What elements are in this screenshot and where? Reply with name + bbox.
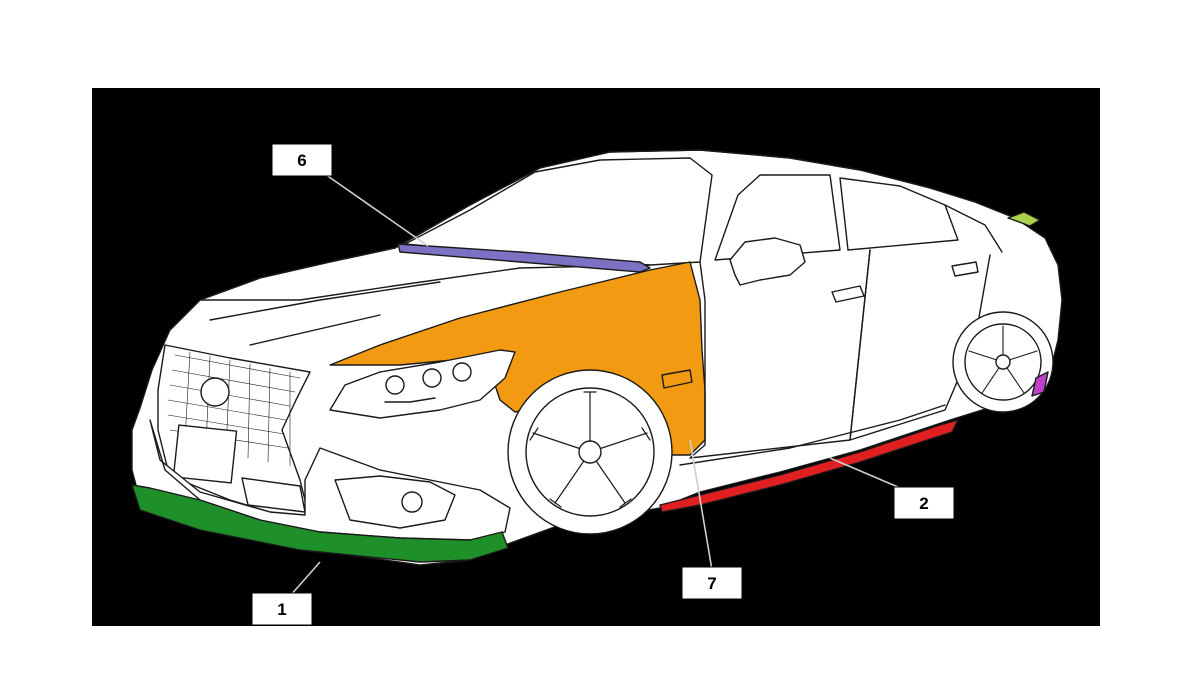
leader-line-2 [829,457,906,491]
leader-line-7 [689,439,713,571]
trunk-spoiler [1007,211,1041,227]
callout-box-2 [893,486,955,520]
leader-line-6 [321,171,429,247]
fog-lamp [401,491,423,513]
callout-box-1 [251,592,313,626]
rear-diffuser [1031,371,1049,397]
rear-door [849,249,991,441]
hood [169,247,651,331]
door-handle-front [831,285,865,303]
front-rim-spokes [529,391,651,508]
callout-box-6 [271,143,333,177]
drl-strip [384,397,436,403]
headlight-lens-1 [385,375,405,395]
callout-box-7 [681,566,743,600]
side-skirt-panel [659,419,959,513]
callout-6: 6 [271,143,333,177]
callout-label-1: 1 [277,600,286,619]
c-pillar [944,204,1003,253]
lexus-emblem [200,377,230,407]
front-door-window [714,174,841,261]
door-handle-rear [951,261,979,277]
callout-label-6: 6 [297,151,306,170]
headlight-lens-3 [452,362,472,382]
callout-label-7: 7 [707,574,716,593]
car-illustration [131,149,1063,566]
rear-rim-spokes [968,325,1038,394]
callout-2: 2 [893,486,955,520]
leader-line-1 [289,561,321,597]
hood-crease [209,281,441,346]
leader-lines [289,171,906,597]
cowl-trim-panel [397,243,651,273]
callout-label-2: 2 [919,494,928,513]
rocker-line [679,404,946,466]
fender-vent [661,369,693,389]
fog-lamp-housing [334,475,456,529]
side-mirror [729,237,806,286]
roof-line [394,149,1016,249]
rear-hub [995,354,1011,370]
front-hub [578,440,602,464]
rear-door-window [839,177,959,251]
callout-7: 7 [681,566,743,600]
front-lip-spoiler [131,484,509,563]
headlight-lens-2 [422,368,442,388]
license-plate [172,424,238,484]
callout-1: 1 [251,592,313,626]
